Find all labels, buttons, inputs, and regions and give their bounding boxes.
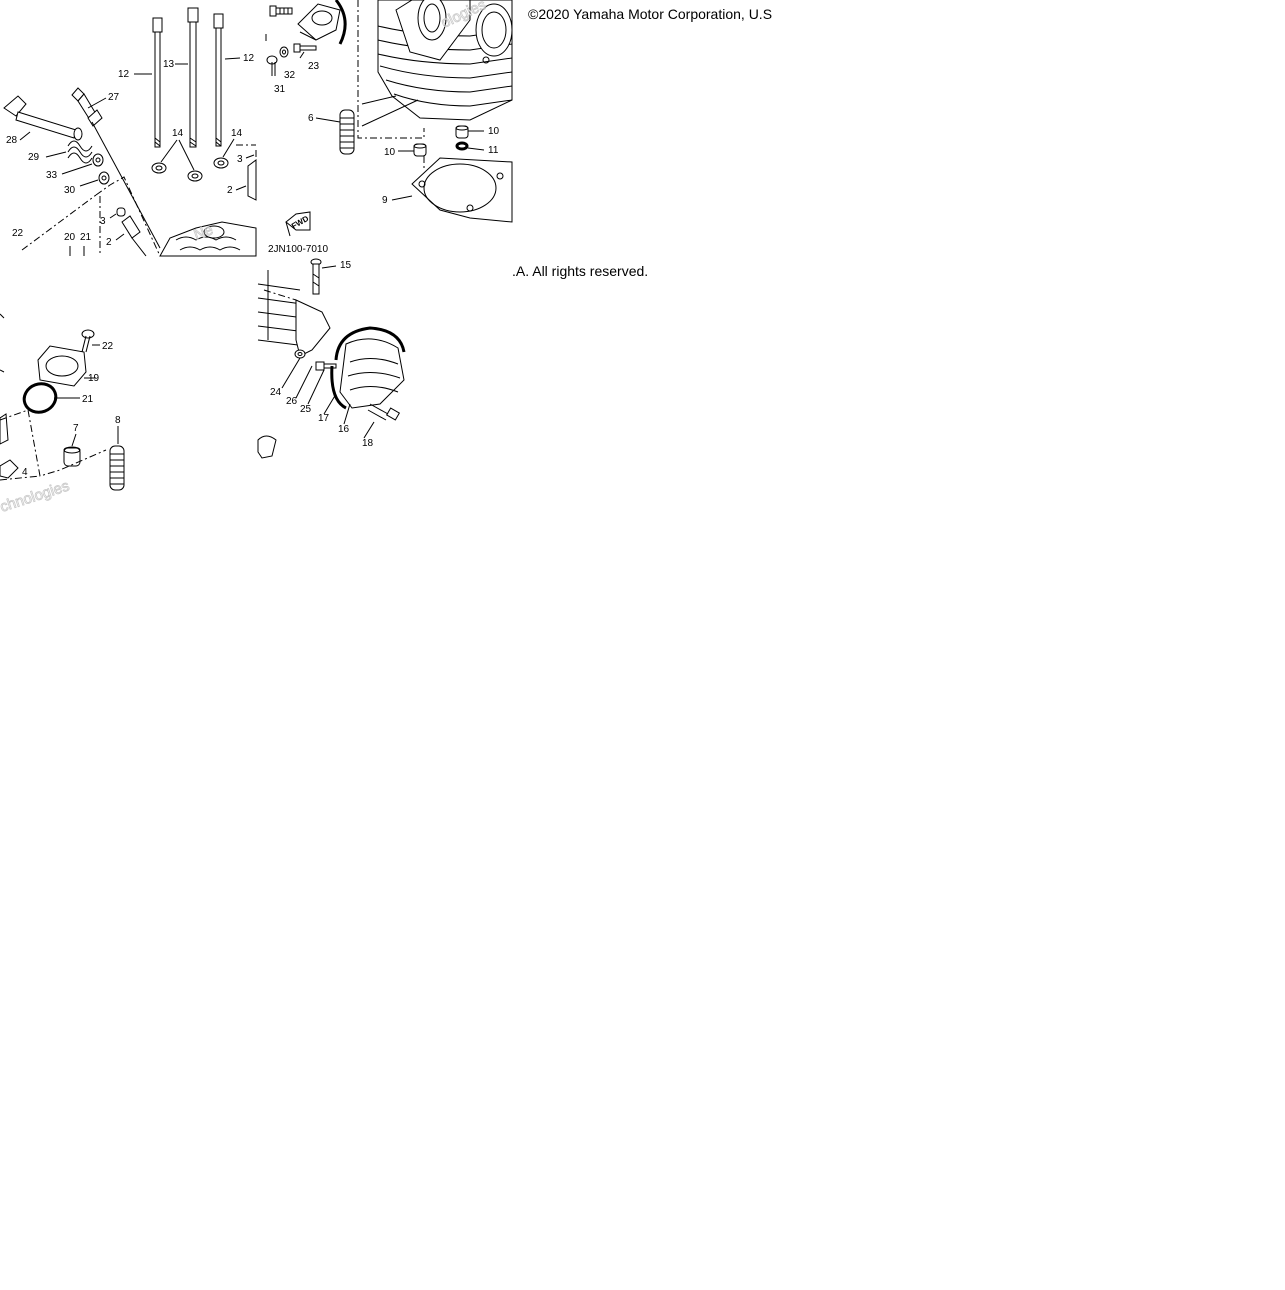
part-number-label: 14 — [172, 128, 184, 139]
part-number-label: 21 — [82, 394, 94, 405]
part-number-label: 10 — [488, 126, 500, 137]
torsion-spring — [45, 140, 93, 164]
part-number-label: 9 — [382, 195, 388, 206]
fwd-arrow-icon: FWD — [285, 211, 311, 237]
bolt-31 — [266, 55, 278, 76]
part-number-label: 24 — [270, 387, 282, 398]
part-number-label: 22 — [12, 228, 24, 239]
part-number-label: 7 — [73, 423, 79, 434]
part-number-label: 12 — [243, 53, 255, 64]
watermark-text: chnologies — [0, 477, 71, 515]
bolt-25 — [315, 361, 337, 371]
part-number-label: 18 — [362, 438, 374, 449]
part-labels-tile-2: 32 23 31 6 10 10 11 9 — [274, 61, 500, 206]
cylinder-fins-fragment — [257, 270, 331, 357]
bolt-18 — [367, 403, 401, 421]
part-number-label: 17 — [318, 413, 330, 424]
part-number-label: 32 — [284, 70, 296, 81]
exhaust-flange — [37, 345, 96, 387]
part-number-label: 2 — [227, 185, 233, 196]
part-number-label: 26 — [286, 396, 298, 407]
diagram-tile-bottom-center: 2JN100-7010 — [257, 244, 406, 459]
dowel-pin-6 — [315, 109, 355, 155]
part-number-label: 23 — [308, 61, 320, 72]
part-number-label: 13 — [163, 59, 175, 70]
cylinder-stud-right — [213, 13, 224, 147]
head-fragment — [0, 313, 19, 479]
part-labels-tile-1: 12 13 12 27 28 29 33 30 14 14 3 2 3 2 22… — [6, 53, 255, 248]
cylinder-stud-left — [152, 17, 163, 148]
diagram-tile-bottom-left: chnologies 22 19 21 7 8 4 — [0, 313, 125, 516]
cap-7 — [63, 433, 81, 467]
part-number-label: 14 — [231, 128, 243, 139]
cylinder-base-gasket — [391, 157, 513, 223]
decompression-lever — [3, 95, 83, 141]
diagram-code: 2JN100-7010 — [268, 244, 328, 255]
dowel-pin-8 — [109, 426, 125, 491]
part-number-label: 30 — [64, 185, 76, 196]
bolt-22 — [81, 329, 100, 353]
copyright-text-continued: .A. All rights reserved. — [512, 263, 648, 279]
lever-washer — [61, 153, 110, 187]
intake-cover — [297, 0, 347, 45]
side-cover — [330, 326, 406, 410]
valve-right — [235, 154, 257, 201]
part-number-label: 21 — [80, 232, 92, 243]
part-number-label: 15 — [340, 260, 352, 271]
part-number-label: 28 — [6, 135, 18, 146]
spark-plug — [71, 87, 161, 249]
part-number-label: 33 — [46, 170, 58, 181]
part-number-label: 3 — [237, 154, 243, 165]
dowel-10 — [398, 125, 484, 157]
part-number-label: 11 — [488, 145, 499, 156]
part-number-label: 8 — [115, 415, 121, 426]
part-labels-tile-4: 15 24 26 25 17 16 18 — [270, 260, 374, 449]
washer-26 — [294, 349, 306, 359]
part-number-label: 25 — [300, 404, 312, 415]
part-number-label: 6 — [308, 113, 314, 124]
valve-left — [109, 207, 147, 257]
bolt-15 — [310, 258, 337, 295]
fragment — [257, 435, 277, 459]
part-number-label: 12 — [118, 69, 130, 80]
part-number-label: 31 — [274, 84, 286, 95]
part-number-label: 22 — [102, 341, 114, 352]
part-number-label: 10 — [384, 147, 396, 158]
cylinder-head-partial — [159, 221, 257, 257]
cylinder-stud-center — [187, 7, 199, 148]
part-number-label: 19 — [88, 373, 100, 384]
part-number-label: 3 — [100, 216, 106, 227]
washer-32 — [279, 46, 289, 58]
part-number-label: 16 — [338, 424, 350, 435]
cylinder-body — [361, 0, 513, 127]
part-number-label: 4 — [22, 467, 28, 478]
o-ring-11 — [455, 141, 485, 151]
watermark-text: Ne — [192, 221, 216, 244]
bolt-23 — [293, 43, 317, 59]
part-number-label: 29 — [28, 152, 40, 163]
part-number-label: 20 — [64, 232, 76, 243]
diagram-tile-top-left: Ne 12 13 12 27 28 29 33 30 14 14 3 2 3 2… — [3, 7, 257, 257]
part-labels-tile-3: 22 19 21 7 8 4 — [22, 341, 121, 478]
bolt-top — [269, 5, 293, 17]
part-number-label: 27 — [108, 92, 120, 103]
exhaust-gasket — [22, 382, 80, 414]
diagram-tile-top-center: FWD ologies 32 23 31 6 10 10 11 9 — [265, 0, 513, 237]
washer-14 — [151, 138, 235, 182]
copyright-text: ©2020 Yamaha Motor Corporation, U.S — [528, 6, 772, 22]
part-number-label: 2 — [106, 237, 112, 248]
